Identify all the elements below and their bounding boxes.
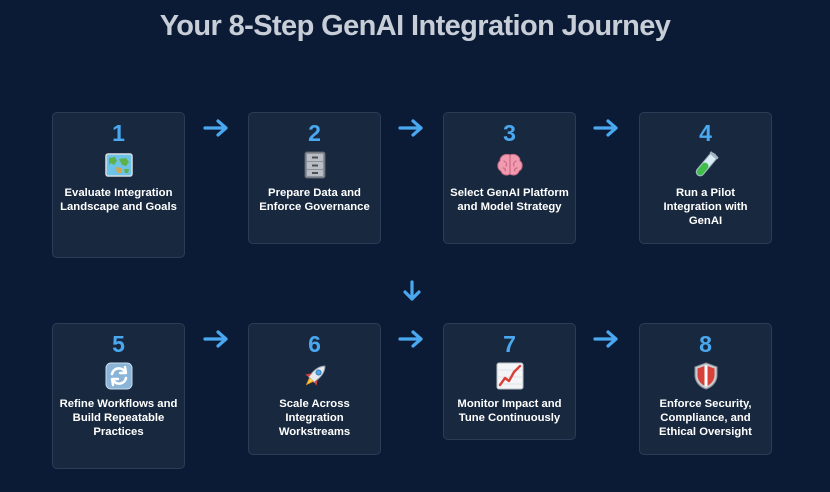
step-number: 1	[112, 120, 125, 146]
step-number: 4	[699, 120, 712, 146]
step-card-7: 7 Monitor Impact and Tune Continuously	[443, 323, 576, 440]
trending-chart-icon	[495, 361, 525, 391]
world-map-icon	[104, 150, 134, 180]
step-number: 6	[308, 331, 321, 357]
step-card-8: 8 Enforce Security, Compliance, and Ethi…	[639, 323, 772, 455]
step-number: 3	[503, 120, 516, 146]
step-number: 7	[503, 331, 516, 357]
step-label: Refine Workflows and Build Repeatable Pr…	[59, 398, 178, 439]
file-cabinet-icon	[300, 150, 330, 180]
step-label: Monitor Impact and Tune Continuously	[457, 398, 562, 425]
arrow-right-icon	[592, 328, 622, 350]
refresh-arrows-icon	[104, 361, 134, 391]
test-tube-icon	[691, 150, 721, 180]
step-card-3: 3 Select GenAI Platform and Model Strate…	[443, 112, 576, 244]
step-card-4: 4 Run a Pilot Integration with GenAI	[639, 112, 772, 244]
step-card-1: 1 Evaluate Integration Landscape and Goa…	[52, 112, 185, 258]
step-number: 2	[308, 120, 321, 146]
step-number: 8	[699, 331, 712, 357]
arrow-right-icon	[202, 117, 232, 139]
arrow-down-icon	[397, 279, 427, 303]
page-title: Your 8-Step GenAI Integration Journey	[159, 10, 671, 42]
shield-icon	[691, 361, 721, 391]
arrow-right-icon	[397, 328, 427, 350]
step-card-6: 6 Scale Across Integration Workstreams	[248, 323, 381, 455]
step-card-5: 5 Refine Workflows and Build Repeatable …	[52, 323, 185, 469]
step-label: Select GenAI Platform and Model Strategy	[450, 187, 569, 214]
arrow-right-icon	[202, 328, 232, 350]
rocket-icon	[300, 361, 330, 391]
brain-icon	[495, 150, 525, 180]
arrow-right-icon	[592, 117, 622, 139]
step-label: Scale Across Integration Workstreams	[278, 398, 351, 439]
step-label: Prepare Data and Enforce Governance	[259, 187, 370, 214]
step-number: 5	[112, 331, 125, 357]
step-label: Enforce Security, Compliance, and Ethica…	[659, 398, 752, 439]
step-card-2: 2 Prepare Data and Enforce Governance	[248, 112, 381, 244]
arrow-right-icon	[397, 117, 427, 139]
step-label: Run a Pilot Integration with GenAI	[663, 187, 748, 228]
step-label: Evaluate Integration Landscape and Goals	[60, 187, 177, 214]
